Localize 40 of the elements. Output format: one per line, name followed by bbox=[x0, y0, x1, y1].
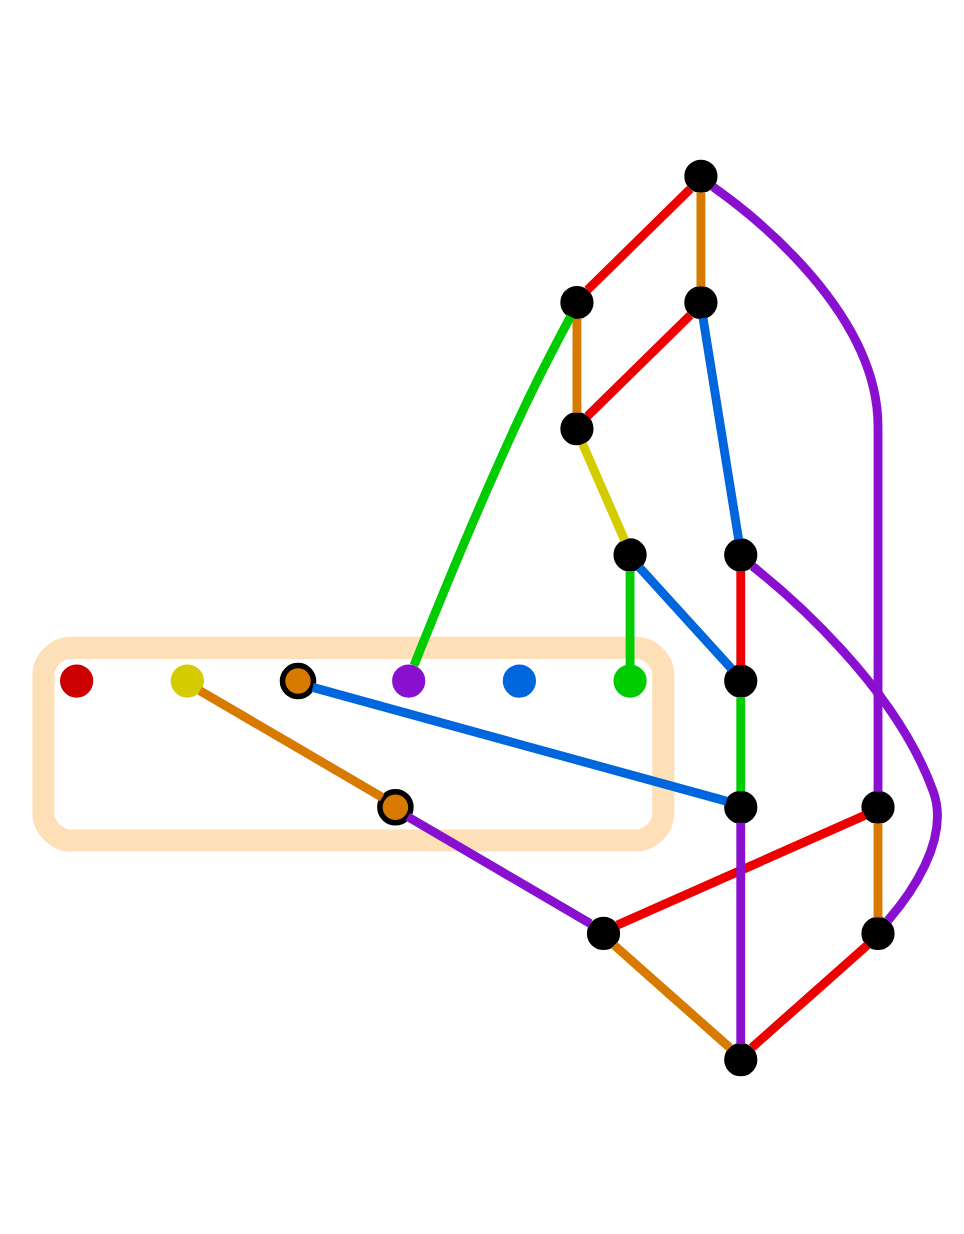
connector bbox=[873, 822, 883, 917]
node-circle bbox=[613, 663, 647, 697]
node-circle bbox=[724, 789, 758, 823]
connector bbox=[625, 570, 635, 665]
connector bbox=[615, 810, 867, 929]
connector bbox=[698, 316, 743, 539]
node-circle bbox=[724, 537, 758, 571]
connector bbox=[748, 940, 871, 1050]
connector bbox=[584, 310, 694, 419]
node-circle bbox=[170, 663, 204, 697]
connector bbox=[710, 182, 883, 791]
connector bbox=[636, 563, 735, 671]
node-circle bbox=[60, 663, 94, 697]
node-circle bbox=[560, 284, 594, 319]
connector bbox=[197, 685, 385, 801]
node-circle bbox=[392, 663, 426, 697]
node-circle bbox=[586, 915, 621, 950]
connector bbox=[611, 940, 733, 1050]
connector bbox=[736, 821, 746, 1044]
cluster bbox=[32, 635, 675, 851]
node-circle bbox=[684, 158, 718, 192]
node-circle bbox=[684, 284, 718, 319]
node-circle bbox=[861, 915, 895, 950]
node-circle bbox=[861, 789, 895, 823]
node-circle bbox=[377, 788, 414, 825]
connector bbox=[311, 682, 728, 805]
node-circle bbox=[613, 537, 647, 571]
node-circle bbox=[724, 663, 758, 697]
connector bbox=[578, 441, 629, 541]
connector bbox=[696, 191, 706, 286]
connector bbox=[584, 184, 694, 293]
connector bbox=[736, 696, 746, 791]
connector bbox=[736, 570, 746, 665]
node-circle bbox=[502, 663, 536, 697]
node-circle bbox=[724, 1042, 758, 1076]
node-circle bbox=[560, 411, 594, 445]
connector bbox=[749, 561, 942, 923]
connector bbox=[405, 811, 593, 927]
node-circle bbox=[279, 661, 317, 699]
connector bbox=[572, 317, 582, 412]
